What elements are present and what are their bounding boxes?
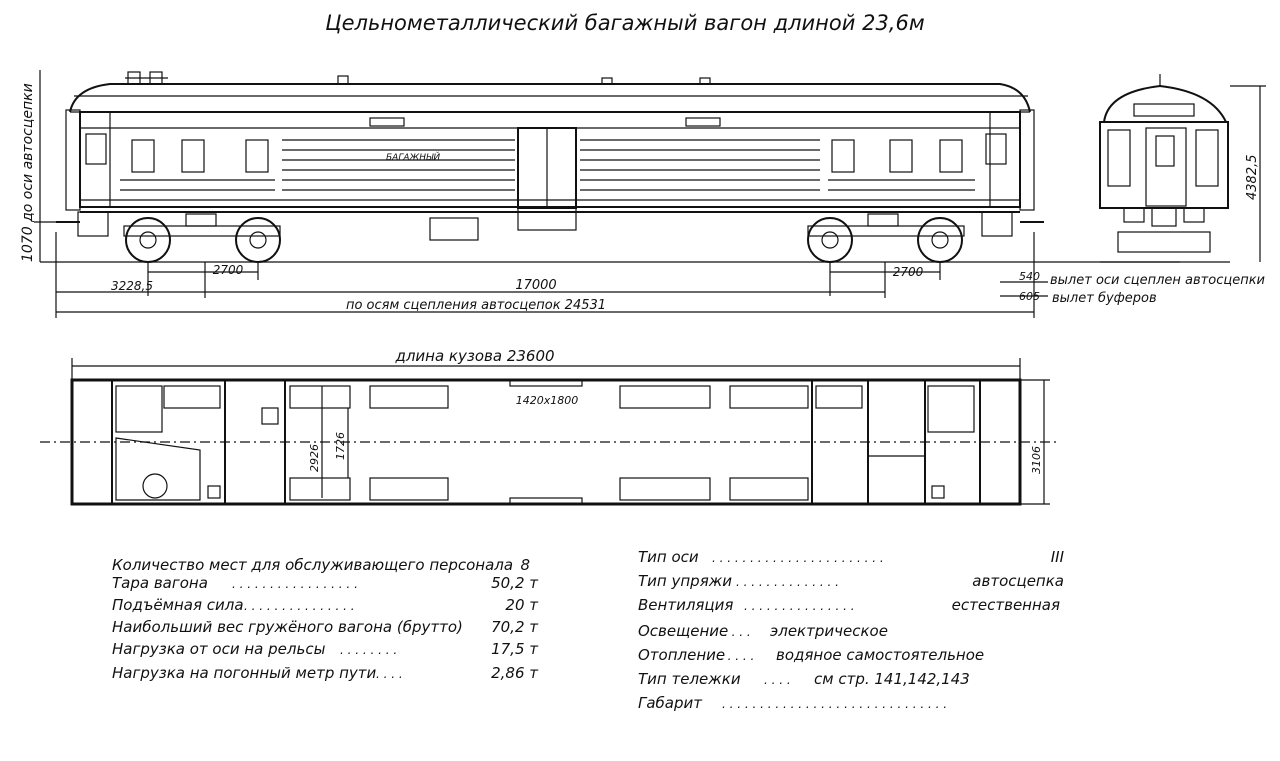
spec-right-dots: . . . .: [764, 673, 791, 687]
car-type-label: БАГАЖНЫЙ: [386, 151, 440, 163]
door-width-dim: 1726: [334, 432, 347, 460]
spec-left-dots: . . . . . . . . . . . . . . .: [244, 599, 355, 613]
spec-left-value: 70,2 т: [491, 618, 539, 636]
spec-left-value: 17,5 т: [491, 640, 539, 658]
spec-left-label: Нагрузка от оси на рельсы: [112, 640, 326, 658]
spec-left-label: Количество мест для обслуживающего персо…: [112, 556, 513, 574]
spec-right-dots: . . . . . . . . . . . . . . . . . . . . …: [712, 551, 884, 565]
coupler-length-dim: по осям сцепления автосцепок 24531: [346, 298, 606, 313]
bogie-centers-dim: 17000: [515, 278, 556, 293]
spec-right-label: Габарит: [638, 694, 703, 712]
door-size-label: 1420x1800: [516, 394, 579, 407]
spec-right-dots: . . . . . . . . . . . . . . .: [744, 599, 855, 613]
drawing-title: Цельнометаллический багажный вагон длино…: [325, 11, 925, 35]
specs-right: Тип оси . . . . . . . . . . . . . . . . .…: [638, 548, 1065, 712]
spec-left-dots: . . . .: [376, 667, 403, 681]
end-offset-dim: 3228,5: [111, 279, 153, 293]
spec-left-dots: . . . . . . . .: [340, 643, 397, 657]
side-elevation: БАГАЖНЫЙ: [40, 71, 1180, 263]
spec-right-dots: . . . . .: [720, 649, 754, 663]
spec-left-value: 20 т: [505, 596, 539, 614]
spec-left-value: 2,86 т: [491, 664, 539, 682]
spec-right-value: водяное самостоятельное: [776, 646, 984, 664]
overhang-buffer-label: вылет буферов: [1052, 291, 1157, 306]
spec-right-dots: . . . . . . . . . . . . . .: [736, 575, 839, 589]
specs-left: Количество мест для обслуживающего персо…: [112, 556, 539, 682]
inner-width-dim: 2926: [308, 444, 321, 472]
spec-right-label: Отопление: [638, 646, 725, 664]
spec-right-value: естественная: [952, 596, 1060, 614]
end-elevation: 4382,5: [1099, 74, 1266, 263]
spec-left-dots: . . . . . . . . . . . . . . . . .: [232, 577, 358, 591]
spec-right-label: Освещение: [638, 622, 728, 640]
spec-right-label: Тип тележки: [638, 670, 741, 688]
spec-left-label: Тара вагона: [112, 574, 208, 592]
overhang-buffer-value: 605: [1019, 290, 1040, 303]
spec-left-label: Подъёмная сила: [112, 596, 244, 614]
spec-left-value: 8: [520, 556, 530, 574]
spec-right-dots: . . . . . . . . . . . . . . . . . . . . …: [722, 697, 947, 711]
spec-left-value: 50,2 т: [491, 574, 539, 592]
spec-right-value: см стр. 141,142,143: [814, 670, 970, 688]
spec-right-dots: . . . .: [724, 625, 751, 639]
height-total-dim: 4382,5: [1245, 155, 1260, 201]
body-length-dim: длина кузова 23600: [394, 347, 554, 365]
spec-right-value: III: [1051, 548, 1065, 566]
spec-right-label: Вентиляция: [638, 596, 733, 614]
overhang-coupler-value: 540: [1019, 270, 1040, 283]
height-coupler-label: 1070 до оси автосцепки: [20, 83, 36, 262]
spec-right-label: Тип оси: [638, 548, 699, 566]
spec-left-label: Наибольший вес гружёного вагона (брутто): [112, 618, 463, 636]
overhang-coupler-label: вылет оси сцеплен автосцепки: [1050, 273, 1265, 288]
bogie-left-dim: 2700: [213, 263, 244, 277]
bogie-right-dim: 2700: [893, 265, 924, 279]
outer-width-dim: 3106: [1030, 446, 1043, 474]
spec-left-label: Нагрузка на погонный метр пути: [112, 664, 377, 682]
spec-right-value: электрическое: [770, 622, 888, 640]
plan-view: длина кузова 23600: [40, 347, 1060, 506]
spec-right-value: автосцепка: [972, 572, 1064, 590]
side-dimensions: 1070 до оси автосцепки 2700 2700 3228,5 …: [20, 70, 1265, 318]
spec-right-label: Тип упряжи: [638, 572, 732, 590]
